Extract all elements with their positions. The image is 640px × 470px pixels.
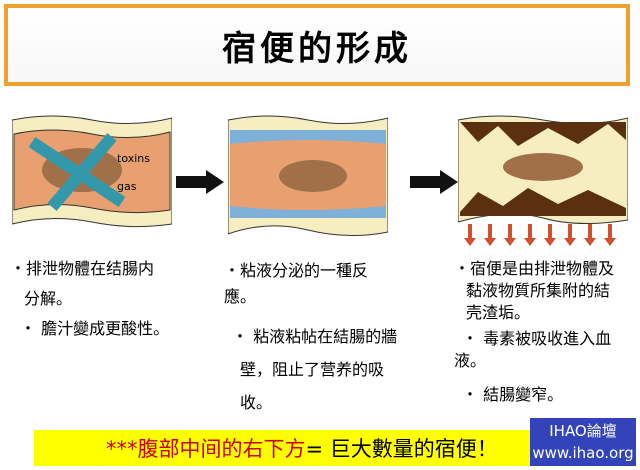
gas-label: gas (117, 180, 137, 193)
text-line: 壁，阻止了营养的吸 (240, 360, 385, 379)
text-line: 液。 (454, 351, 487, 370)
page-title: 宿便的形成 (222, 28, 412, 69)
arrow-right-icon (410, 170, 458, 194)
panel3-text: ・宿便是由排泄物體及 黏液物質所集附的結 壳渣垢。 ・ 毒素被吸收進入血 液。 … (454, 258, 614, 406)
text-line: ・ 毒素被吸收進入血 (462, 329, 612, 348)
text-line: ・ 膽汁變成更酸性。 (20, 319, 170, 338)
panel2-text: ・粘液分泌的一種反 應。 ・ 粘液粘帖在結腸的牆 壁，阻止了营养的吸 收。 (224, 258, 397, 419)
colon-illustration-2 (228, 115, 388, 237)
panel1-text: ・排泄物體在结腸内 分解。 ・ 膽汁變成更酸性。 (10, 254, 169, 344)
colon-illustration-1: toxins gas (12, 115, 172, 228)
text-line: ・排泄物體在结腸内 (10, 259, 155, 278)
text-line: ・宿便是由排泄物體及 (454, 259, 615, 278)
text-line: 黏液物質所集附的結 (466, 281, 611, 300)
watermark-line1: IHAO論壇 (549, 422, 617, 440)
colon-illustration-3 (458, 115, 628, 246)
watermark: IHAO論壇 www.ihao.org (530, 418, 636, 466)
watermark-line2: www.ihao.org (532, 444, 634, 462)
text-line: ・ 粘液粘帖在結腸的牆 (232, 327, 398, 346)
text-line: ・粘液分泌的一種反 (224, 261, 369, 280)
text-line: 分解。 (24, 289, 73, 308)
banner-red-text: ***腹部中间的右下方 (106, 437, 306, 461)
text-line: 壳渣垢。 (466, 303, 531, 322)
text-line: 應。 (224, 287, 257, 306)
text-line: ・ 結腸變窄。 (462, 385, 564, 404)
toxins-label: toxins (117, 152, 150, 165)
banner-black-text: = 巨大數量的宿便！ (305, 437, 498, 461)
text-line: 收。 (240, 393, 273, 412)
arrow-right-icon (176, 170, 224, 194)
title-box: 宿便的形成 (4, 4, 630, 86)
